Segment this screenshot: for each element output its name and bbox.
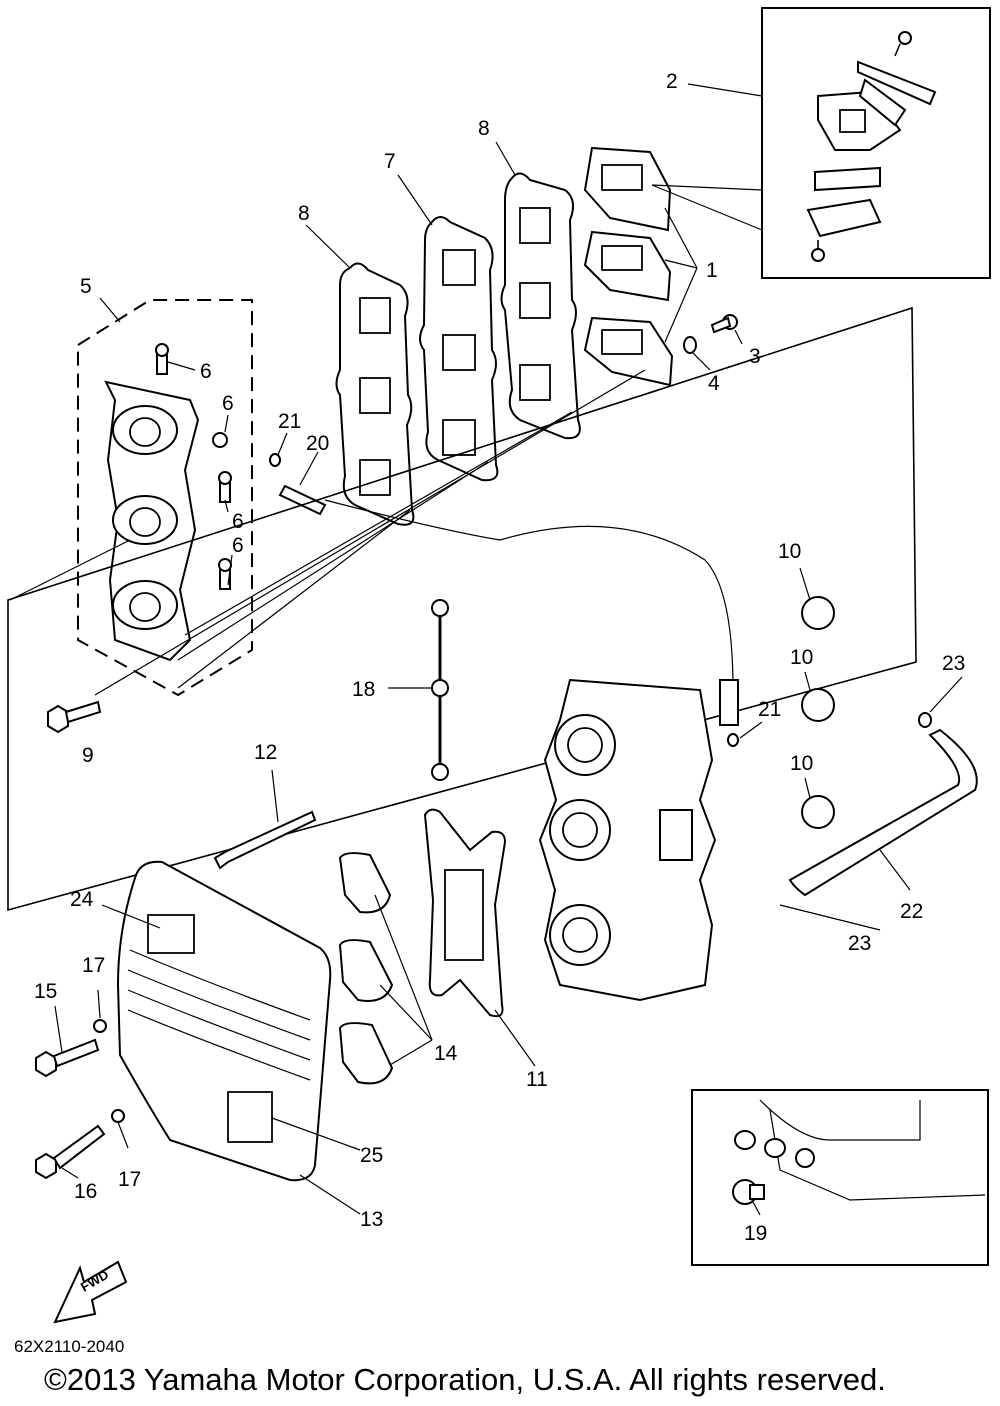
plug-detail-inset bbox=[691, 1089, 989, 1266]
callout-16: 16 bbox=[74, 1180, 97, 1203]
callout-17-top: 17 bbox=[82, 954, 105, 977]
o-rings-10 bbox=[801, 596, 835, 829]
intake-silencer-cover-13 bbox=[116, 860, 332, 1182]
callout-14: 14 bbox=[434, 1042, 458, 1065]
carburetor-assembly bbox=[538, 678, 739, 1002]
callout-19: 19 bbox=[744, 1222, 767, 1245]
callout-23-top: 23 bbox=[942, 652, 965, 675]
callout-6-second: 6 bbox=[222, 392, 234, 415]
callout-18: 18 bbox=[352, 678, 375, 701]
callout-21-right: 21 bbox=[758, 698, 781, 721]
diagram-code: 62X2110-2040 bbox=[14, 1337, 125, 1356]
callout-1: 1 bbox=[706, 259, 718, 282]
callout-6-third: 6 bbox=[232, 510, 244, 533]
gaskets-14 bbox=[338, 852, 394, 1085]
bolts-6 bbox=[155, 343, 232, 590]
callout-7: 7 bbox=[384, 150, 396, 173]
pin-20-clip-21 bbox=[269, 453, 739, 747]
callout-20: 20 bbox=[306, 432, 329, 455]
callout-24: 24 bbox=[70, 888, 94, 911]
hose-22 bbox=[788, 728, 978, 897]
callout-5: 5 bbox=[80, 275, 92, 298]
callout-10-middle: 10 bbox=[790, 646, 813, 669]
callout-15: 15 bbox=[34, 980, 57, 1003]
clip-23 bbox=[918, 712, 932, 728]
callout-leaders bbox=[54, 83, 963, 1216]
callout-23-bottom: 23 bbox=[848, 932, 871, 955]
callout-8-left: 8 bbox=[298, 202, 310, 225]
callout-numbers: 2 8 7 8 1 5 3 6 4 6 21 20 6 6 10 23 10 1… bbox=[34, 70, 965, 1245]
callout-9: 9 bbox=[82, 744, 94, 767]
callout-4: 4 bbox=[708, 372, 720, 395]
callout-11: 11 bbox=[526, 1068, 548, 1091]
fwd-arrow: FWD bbox=[53, 1260, 128, 1324]
callout-10-bottom: 10 bbox=[790, 752, 813, 775]
callout-8-right: 8 bbox=[478, 117, 490, 140]
callout-12: 12 bbox=[254, 741, 277, 764]
callout-17-bottom: 17 bbox=[118, 1168, 141, 1191]
bolts-15-16-washers-17 bbox=[35, 1019, 125, 1180]
callout-6-top: 6 bbox=[200, 360, 212, 383]
reed-valve-detail-inset bbox=[761, 7, 991, 279]
copyright-notice: ©2013 Yamaha Motor Corporation, U.S.A. A… bbox=[44, 1362, 886, 1397]
callout-21-top: 21 bbox=[278, 410, 301, 433]
bolt-9 bbox=[47, 700, 102, 734]
callout-25: 25 bbox=[360, 1144, 383, 1167]
reed-valve-assembly bbox=[583, 146, 674, 387]
leader-lines bbox=[9, 369, 734, 696]
link-rod-18 bbox=[431, 599, 449, 781]
callout-13: 13 bbox=[360, 1208, 383, 1231]
intake-manifold-group bbox=[77, 299, 253, 697]
assembly-outline bbox=[7, 306, 917, 912]
callout-3: 3 bbox=[749, 345, 761, 368]
screw-3-washer-4 bbox=[683, 314, 738, 354]
callout-10-top: 10 bbox=[778, 540, 801, 563]
callout-2: 2 bbox=[666, 70, 678, 93]
bolt-12 bbox=[213, 810, 317, 870]
callout-22: 22 bbox=[900, 900, 923, 923]
callout-6-fourth: 6 bbox=[232, 534, 244, 557]
